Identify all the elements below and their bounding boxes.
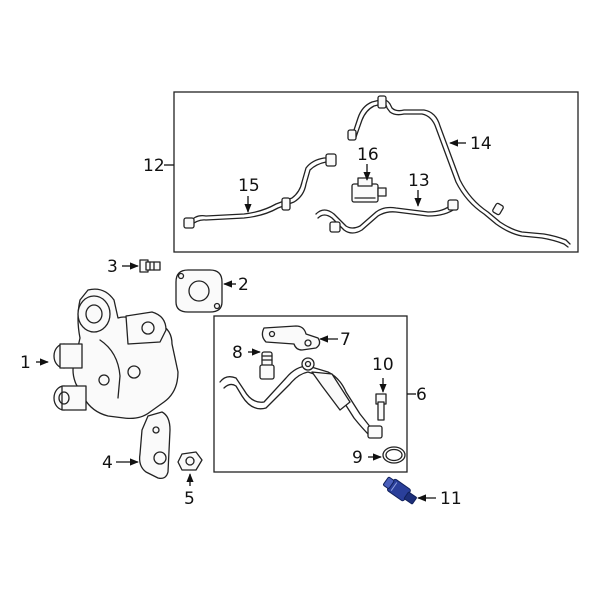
callout-4: 4 xyxy=(102,453,113,473)
leader-lines xyxy=(36,139,466,502)
callout-14: 14 xyxy=(470,134,492,154)
part-7-bracket[interactable] xyxy=(261,325,321,351)
callout-11: 11 xyxy=(440,489,462,509)
callout-5: 5 xyxy=(184,489,195,509)
part-4-heat-shield[interactable] xyxy=(138,411,171,480)
part-1-turbocharger[interactable] xyxy=(53,288,179,420)
callout-2: 2 xyxy=(238,275,249,295)
callout-9: 9 xyxy=(352,448,363,468)
part-9-o-ring[interactable] xyxy=(382,446,406,464)
part-2-gasket[interactable] xyxy=(175,269,223,313)
callout-6: 6 xyxy=(416,385,427,405)
callout-8: 8 xyxy=(232,343,243,363)
part-8-stud[interactable] xyxy=(259,351,275,380)
callout-10: 10 xyxy=(372,355,394,375)
callout-3: 3 xyxy=(107,257,118,277)
part-14-hose[interactable] xyxy=(347,95,571,248)
callout-7: 7 xyxy=(340,330,351,350)
part-10-bolt[interactable] xyxy=(375,393,387,421)
callout-12: 12 xyxy=(143,156,165,176)
callout-1: 1 xyxy=(20,353,31,373)
hose-group-box xyxy=(173,91,579,253)
callout-16: 16 xyxy=(357,145,379,165)
part-15-hose[interactable] xyxy=(183,153,337,229)
part-16-solenoid[interactable] xyxy=(351,177,387,203)
part-13-hose[interactable] xyxy=(315,199,459,234)
part-5-nut[interactable] xyxy=(177,451,203,471)
callout-13: 13 xyxy=(408,171,430,191)
part-3-bolt[interactable] xyxy=(139,259,161,273)
part-11-sensor[interactable] xyxy=(382,475,419,507)
callout-15: 15 xyxy=(238,176,260,196)
part-6-oil-line[interactable] xyxy=(219,357,383,439)
